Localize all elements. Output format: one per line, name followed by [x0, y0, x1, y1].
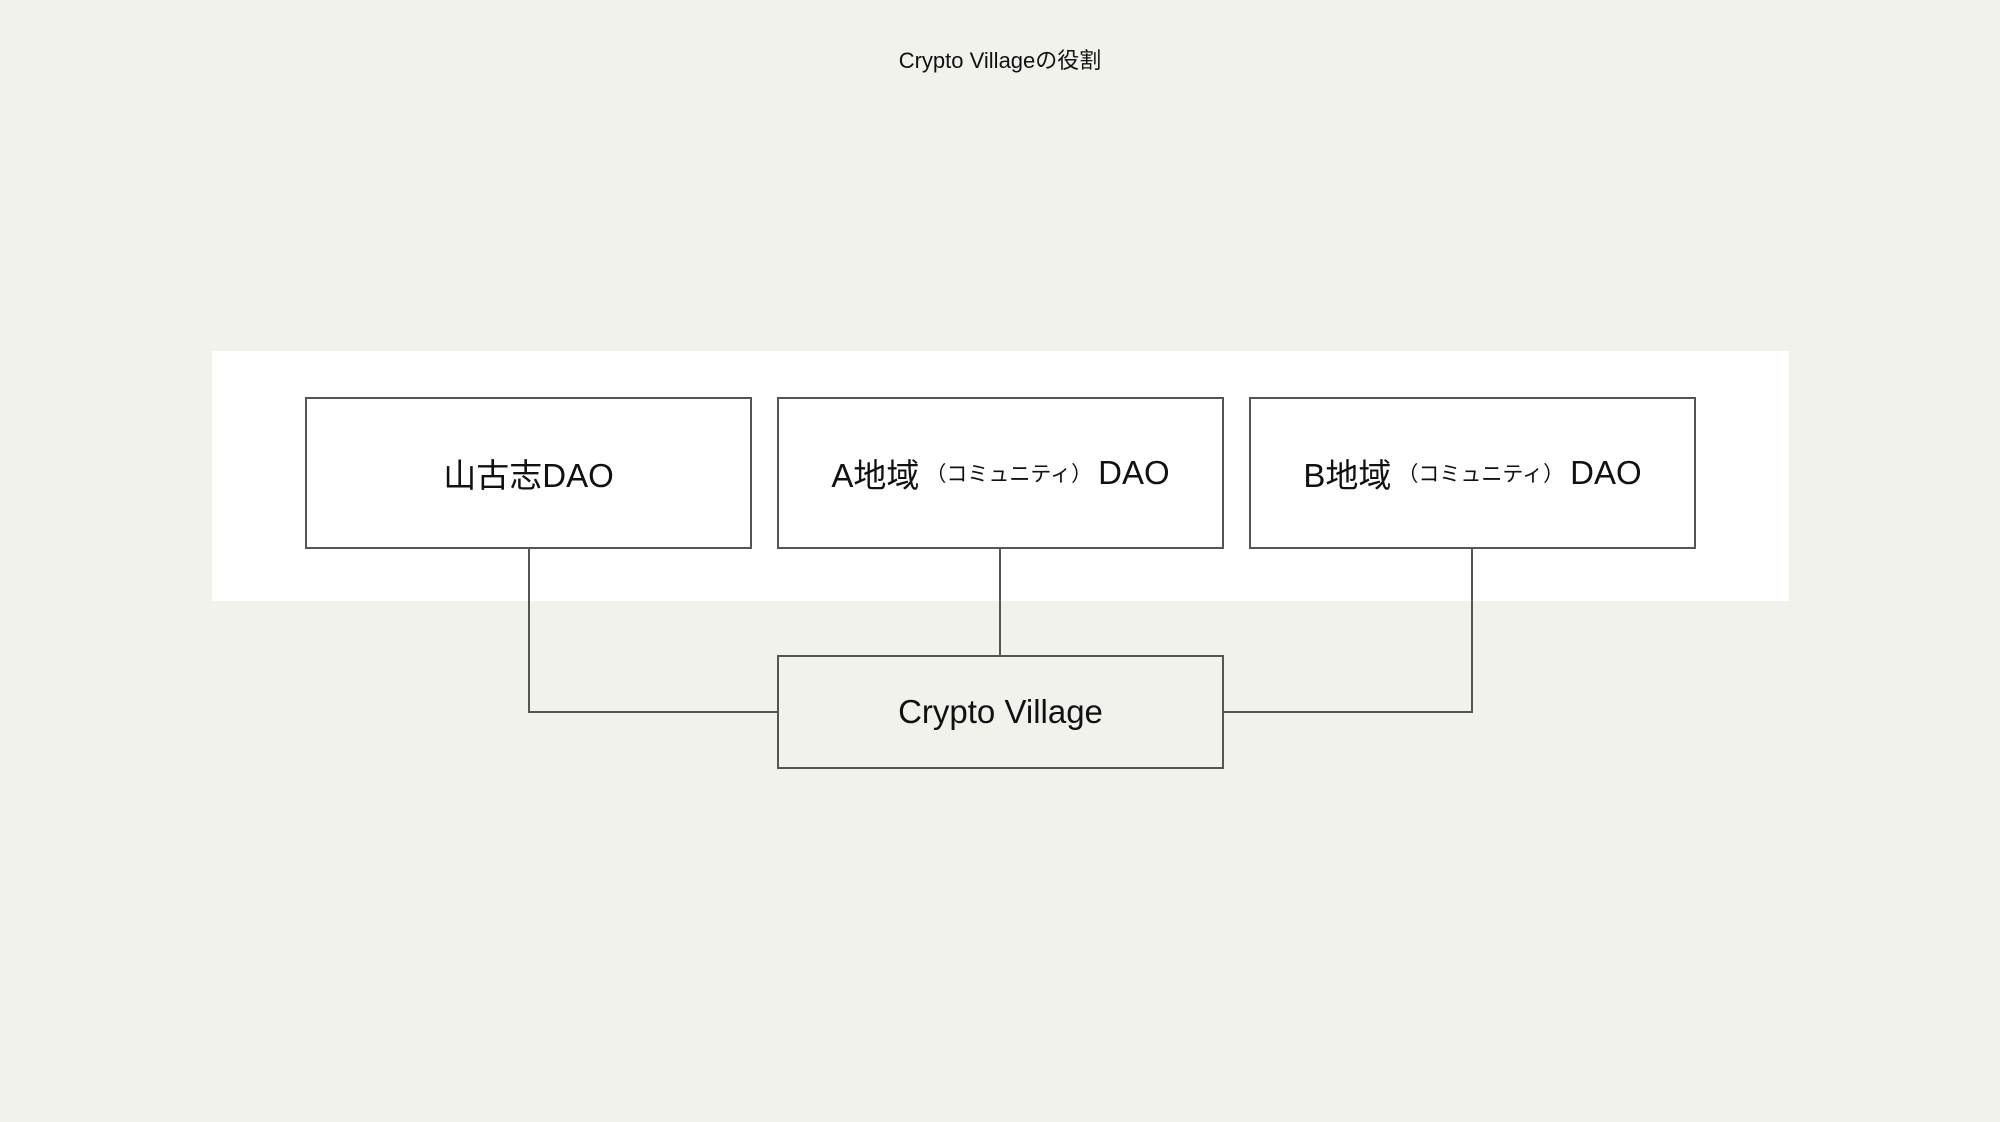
node-region-b-dao: B地域（コミュニティ）DAO [1249, 397, 1696, 549]
connector-region-b-to-village [1223, 548, 1473, 713]
node-region-a-suffix: DAO [1098, 454, 1170, 491]
page-title: Crypto Villageの役割 [898, 48, 1102, 73]
connector-yamakoshi-to-village [528, 548, 778, 713]
node-yamakoshi-dao: 山古志DAO [305, 397, 752, 549]
node-region-b-prefix: B地域 [1303, 457, 1392, 494]
node-crypto-village-label: Crypto Village [898, 693, 1103, 730]
node-crypto-village: Crypto Village [777, 655, 1224, 769]
node-region-b-suffix: DAO [1570, 454, 1642, 491]
node-region-a-prefix: A地域 [831, 457, 920, 494]
node-region-b-note: （コミュニティ） [1397, 463, 1565, 486]
node-region-a-dao: A地域（コミュニティ）DAO [777, 397, 1224, 549]
node-region-a-note: （コミュニティ） [925, 463, 1093, 486]
node-yamakoshi-label: 山古志DAO [443, 457, 614, 494]
